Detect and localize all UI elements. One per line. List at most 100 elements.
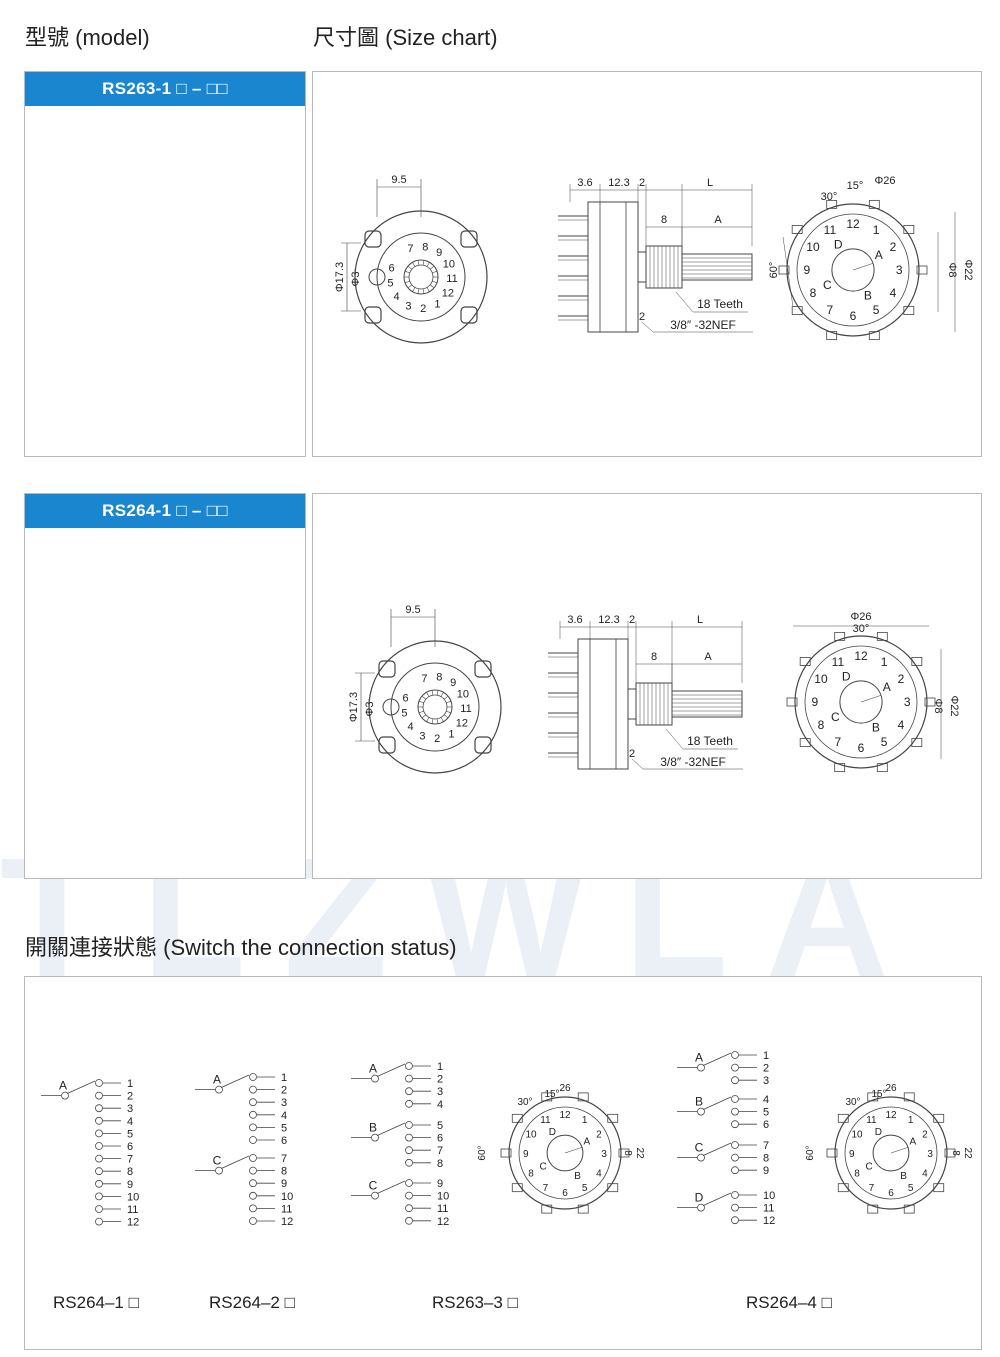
side-2-leader — [631, 758, 644, 770]
dial-2-position-number: 2 — [898, 672, 905, 686]
rs263-3-b-contact-number: 8 — [437, 1158, 443, 1170]
side-1-dim-123: 12.3 — [608, 177, 629, 189]
conn-dial-1-position-number: 1 — [582, 1115, 588, 1126]
side-1-leader — [641, 321, 654, 333]
front-2-position-number: 7 — [421, 673, 427, 685]
rs264-1-a-contact — [95, 1079, 103, 1087]
dial-1-position-number: 2 — [890, 240, 897, 254]
dial-1-a15: 15° — [847, 180, 864, 192]
conn-dial-1-tab — [618, 1148, 630, 1158]
front-2-spline — [418, 710, 424, 714]
rs264-2-a-contact-number: 6 — [281, 1135, 287, 1147]
rs264-1-a-pole-contact — [61, 1091, 69, 1100]
front-2-spline — [421, 714, 427, 719]
rs264-2-c-contact-number: 8 — [281, 1166, 287, 1178]
rs264-1-a-contact-number: 4 — [127, 1116, 133, 1128]
front-2-lug — [378, 736, 396, 754]
rs264-4-b-pole-label: B — [695, 1095, 703, 1109]
side-2-flange — [627, 688, 637, 720]
conn-dial-1-position-number: 6 — [562, 1188, 568, 1199]
dial-1-tab — [903, 306, 915, 315]
front-1-spline — [417, 288, 420, 294]
conn-dial-2-tab — [837, 1113, 849, 1123]
conn-dial-2-position-number: 2 — [922, 1129, 928, 1140]
rs264-1-a-contact-number: 2 — [127, 1091, 133, 1103]
side-2-dim-123: 12.3 — [598, 614, 619, 626]
front-1-spline — [432, 280, 438, 284]
rs264-1-a-contact-number: 6 — [127, 1141, 133, 1153]
conn-dial-2-position-number: 7 — [869, 1183, 875, 1194]
model-panel-2: RS264-1 □ – □□ — [24, 493, 306, 879]
front-1-spline — [404, 280, 410, 284]
conn-dial-1-pole-letter: C — [540, 1162, 547, 1173]
side-1-teeth-label: 18 Teeth — [697, 297, 743, 311]
conn-dial-1-position-number: 3 — [601, 1149, 607, 1160]
dial-2-pole-letter: C — [831, 710, 840, 724]
side-1-dim-36: 3.6 — [577, 177, 592, 189]
dial-1-position-number: 6 — [850, 309, 857, 323]
dial-2-tab — [834, 763, 846, 773]
conn-dial-2-position-number: 4 — [922, 1169, 928, 1180]
front-1-spline — [432, 270, 438, 274]
front-2-ring — [390, 662, 480, 752]
front-1-position-number: 2 — [420, 303, 426, 315]
conn-dial-1-position-number: 2 — [596, 1129, 602, 1140]
conn-dial-1-tab — [607, 1113, 619, 1123]
dial-1-tab — [791, 225, 803, 234]
rs263-3-a-contact — [405, 1062, 413, 1070]
rs264-4-c-pole-contact — [697, 1153, 705, 1162]
side-2-thread-label: 3/8″ -32NEF — [660, 755, 726, 769]
dial-2-position-number: 10 — [814, 672, 828, 686]
conn-dial-1-position-number: 8 — [528, 1169, 534, 1180]
conn-dial-2-a30: 30° — [845, 1097, 860, 1108]
side-2-dim-L: L — [697, 614, 703, 626]
dial-1-phi26: Φ26 — [874, 175, 895, 187]
rs264-2-a-wiper — [220, 1074, 250, 1088]
rs263-3-b-contact — [405, 1121, 413, 1129]
conn-dial-2-tab — [837, 1183, 849, 1193]
rs264-4-a-contact-number: 1 — [763, 1050, 769, 1062]
conn-dial-2-tab — [933, 1113, 945, 1123]
dial-2-tab — [911, 738, 923, 747]
rs264-2-a-contact — [249, 1073, 257, 1081]
rs263-3-a-contact-number: 4 — [437, 1099, 443, 1111]
conn-dial-2-outer — [834, 1096, 948, 1210]
dial-2-tab — [799, 738, 811, 747]
connection-model-1: RS264–1 □ — [53, 1293, 139, 1312]
conn-dial-2-position-number: 8 — [854, 1169, 860, 1180]
rs263-3-c-wiper — [376, 1180, 406, 1194]
conn-dial-2-a60: 60° — [805, 1145, 816, 1160]
rs264-2-c-contact — [249, 1204, 257, 1213]
rs264-4-b-wiper — [702, 1096, 732, 1110]
conn-dial-1-tab — [577, 1204, 589, 1214]
dial-2-position-number: 4 — [898, 718, 905, 732]
dial-2-pole-letter: A — [883, 680, 891, 694]
rs264-2-a-contact — [249, 1136, 257, 1144]
dial-2-position-number: 12 — [854, 649, 868, 663]
rs264-4-b-contact — [731, 1095, 739, 1103]
front-1-spline — [426, 262, 430, 267]
rs264-4-d-contact — [731, 1191, 739, 1199]
model-header-2: RS264-1 □ – □□ — [25, 494, 305, 528]
conn-dial-2-position-number: 6 — [888, 1188, 894, 1199]
front-2-position-number: 4 — [408, 721, 414, 733]
front-1-spline — [429, 284, 435, 289]
rs263-3-c-pole-contact — [371, 1191, 379, 1200]
rs264-4-d-contact-number: 11 — [763, 1203, 774, 1215]
side-1-body — [587, 201, 639, 333]
dial-2-tab — [786, 697, 798, 707]
model-header-1: RS263-1 □ – □□ — [25, 72, 305, 106]
rs264-1-a-contact-number: 9 — [127, 1179, 133, 1191]
front-1-spline — [422, 260, 425, 266]
side-2-dim-A: A — [704, 651, 712, 663]
rs263-3-c-contact — [405, 1204, 413, 1213]
rs263-3-c-contact-number: 10 — [437, 1191, 449, 1203]
front-2-position-number: 11 — [460, 703, 471, 715]
rs264-4-d-contact — [731, 1203, 739, 1212]
rs264-2-c-contact — [249, 1166, 257, 1175]
rs264-4-c-contact — [731, 1141, 739, 1149]
conn-dial-2-pole-letter: A — [909, 1136, 916, 1147]
model-panel-1: RS263-1 □ – □□ — [24, 71, 306, 457]
front-1-position-number: 11 — [446, 273, 457, 285]
